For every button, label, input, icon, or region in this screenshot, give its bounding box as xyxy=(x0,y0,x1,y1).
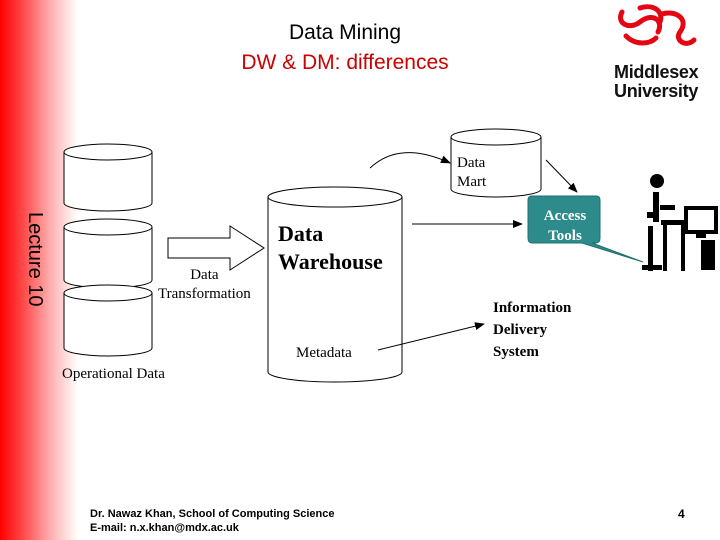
page-number: 4 xyxy=(678,507,685,521)
data-mart-label: Data Mart xyxy=(457,155,487,190)
warehouse-to-mart-arrow xyxy=(369,152,451,169)
slide-title: Data Mining xyxy=(288,21,402,44)
access-tools-callout xyxy=(527,195,644,263)
access-tools-label: Access Tools xyxy=(543,208,587,244)
user-at-computer-icon xyxy=(642,174,718,271)
data-warehouse-cylinder-icon xyxy=(267,186,403,383)
footer-email: E-mail: n.x.khan@mdx.ac.uk xyxy=(90,522,239,534)
metadata-to-delivery-arrow xyxy=(377,322,485,351)
logo-line-1: Middlesex xyxy=(614,62,699,82)
footer-credit: Dr. Nawaz Khan, School of Computing Scie… xyxy=(90,507,334,535)
slide-subtitle: DW & DM: differences xyxy=(241,51,449,74)
mart-to-tools-arrow xyxy=(545,159,578,193)
middlesex-logo-icon xyxy=(618,4,697,46)
operational-db-3-icon xyxy=(63,284,153,357)
logo-line-2: University xyxy=(614,81,699,101)
footer-author: Dr. Nawaz Khan, School of Computing Scie… xyxy=(90,508,335,520)
operational-db-1-icon xyxy=(63,143,153,212)
metadata-label: Metadata xyxy=(296,345,352,361)
information-delivery-label: Information Delivery System xyxy=(493,300,572,360)
transformation-arrow-icon xyxy=(167,225,265,271)
data-transformation-label: Data Transformation xyxy=(158,267,251,302)
data-warehouse-label: Data Warehouse xyxy=(278,221,383,274)
operational-db-2-icon xyxy=(63,218,153,289)
operational-data-label: Operational Data xyxy=(62,366,165,382)
data-mart-cylinder-icon xyxy=(450,128,542,198)
